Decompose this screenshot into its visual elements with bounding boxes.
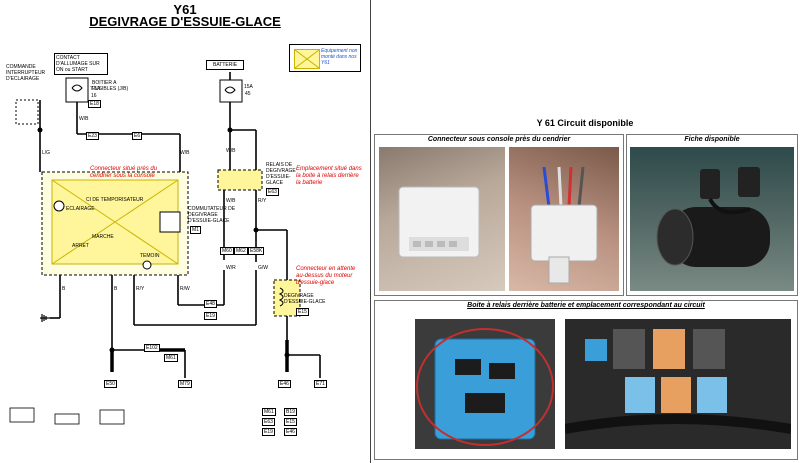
panel-console-title: Connecteur sous console près du cendrier [427, 136, 571, 143]
connector-e102: E102 [144, 344, 160, 352]
connector-e63: E63 [266, 188, 279, 196]
wire-wb-3: W/B [226, 148, 236, 154]
note-connector-wait: Connecteur en attente au-dessus du moteu… [296, 266, 356, 286]
connector-e58k: E58K [248, 247, 265, 255]
connector-m62: M62 [234, 247, 248, 255]
code-e15: E15 [284, 418, 297, 426]
vertical-divider [370, 0, 371, 463]
legend-box: Equipement non monté dans nos Y61 [289, 44, 361, 72]
wire-lg: L/G [42, 150, 51, 156]
wire-ry-2: R/Y [258, 198, 267, 204]
panel-plug-title: Fiche disponible [684, 136, 740, 143]
switch-unit-label: COMMUTATEUR DE DEGIVRAGE D'ESSUIE-GLACE [188, 206, 236, 224]
ignition-label: CONTACT D'ALLUMAGE SUR ON ou START [54, 53, 108, 75]
connector-e71: E71 [314, 380, 327, 388]
photo-connector-rear [509, 147, 619, 291]
connector-e23: E23 [86, 132, 99, 140]
fuse-box-label: BOITIER A FUSIBLES (J/B) [92, 80, 129, 92]
wire-wr: W/R [226, 265, 236, 271]
wiring-diagram [9, 72, 321, 425]
code-e63: E63 [262, 418, 275, 426]
panel-relay-box: Boite à relais derrière batterie et empl… [374, 300, 798, 460]
connector-e46: E46 [278, 380, 291, 388]
panel-console-connector: Connecteur sous console près du cendrier [374, 134, 624, 296]
wire-wb-4: W/B [226, 198, 236, 204]
wire-gw: G/W [258, 265, 268, 271]
wire-wb-1: W/B [79, 116, 89, 122]
connector-e50: E50 [104, 380, 117, 388]
photo-connector-front [379, 147, 505, 291]
page-title: DEGIVRAGE D'ESSUIE-GLACE [89, 14, 281, 29]
connector-m79: M79 [178, 380, 192, 388]
fuse-left-rating: 7.5A [90, 86, 101, 92]
fuse-right-number: 45 [245, 91, 251, 97]
marche-label: MARCHE [92, 234, 114, 240]
circuit-title: Y 61 Circuit disponible [536, 118, 634, 128]
connector-e19: E19 [204, 312, 217, 320]
code-b19: B19 [284, 408, 297, 416]
switch-caption: COMMANDE INTERRUPTEUR D'ECLAIRAGE [6, 64, 46, 82]
relay-label: RELAIS DE DEGIVRAGE D'ESSUIE-GLACE [266, 162, 296, 186]
fuse-left-number: 16 [91, 93, 97, 99]
connector-e18: E18 [88, 100, 101, 108]
connector-m60: M60 [220, 247, 234, 255]
model-title: Y61 [173, 2, 197, 17]
panel-available-plug: Fiche disponible [626, 134, 798, 296]
code-m61: M61 [262, 408, 276, 416]
cross-icon [294, 49, 320, 69]
photo-relay-closeup [415, 319, 555, 449]
note-console: Connecteur situé près du cendrier sous l… [90, 166, 158, 179]
wire-rw: R/W [180, 286, 190, 292]
panel-relay-title: Boite à relais derrière batterie et empl… [467, 302, 705, 309]
code-e46: E46 [284, 428, 297, 436]
photo-relay-box-overview [565, 319, 791, 449]
eclairage-label: ECLAIRAGE [66, 206, 95, 212]
timer-label: CI DE TEMPORISATEUR [86, 197, 144, 203]
legend-text: Equipement non monté dans nos Y61 [321, 48, 358, 66]
wire-ry-1: R/Y [136, 286, 145, 292]
code-e19: E19 [262, 428, 275, 436]
connector-m1: M1 [190, 226, 201, 234]
wire-wb-2: W/B [180, 150, 190, 156]
legend-swatch [294, 49, 320, 69]
photo-wiper-motor [630, 147, 794, 291]
connector-e15: E15 [296, 308, 309, 316]
connector-e48: E48 [204, 300, 217, 308]
connector-m61: M61 [164, 354, 178, 362]
battery-label: BATTERIE [206, 60, 245, 70]
arret-label: ARRET [72, 243, 89, 249]
wire-b-2: B [114, 286, 118, 292]
heater-label: DEGIVRAGE D'ESSUIE-GLACE [284, 293, 326, 305]
connector-e6: E6 [132, 132, 143, 140]
temoin-label: TEMOIN [140, 253, 160, 259]
note-relay-box: Emplacement situé dans la boite à relais… [296, 166, 362, 186]
wire-b-1: B [62, 286, 66, 292]
fuse-right-rating: 15A [244, 84, 253, 90]
